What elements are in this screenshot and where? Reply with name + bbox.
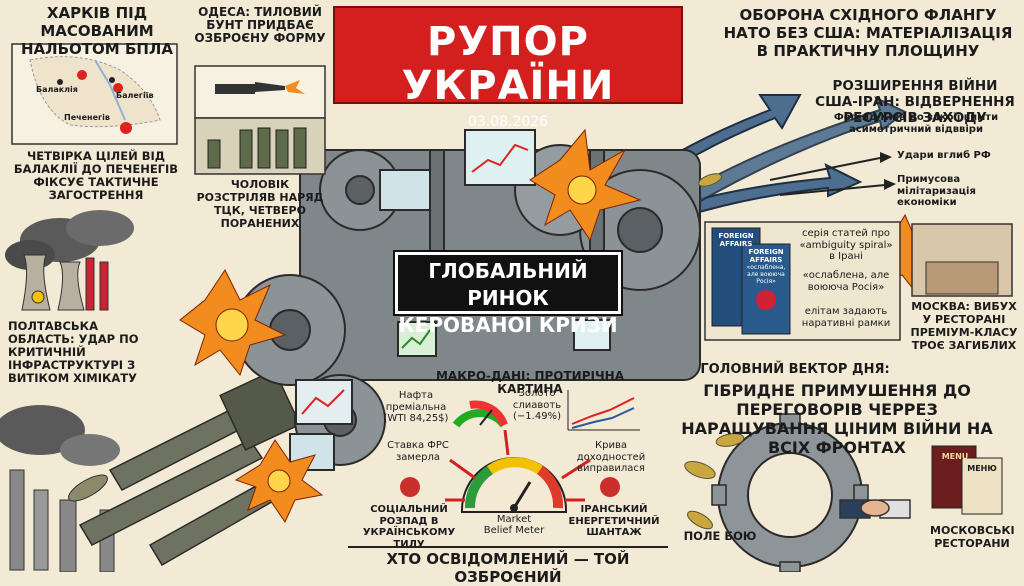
shell [68, 474, 108, 502]
main-vector-label: ГОЛОВНИЙ ВЕКТОР ДНЯ: [700, 362, 890, 377]
magazine-title-1: FOREIGN AFFAIRS [718, 232, 754, 248]
odesa-gun-panel [194, 65, 326, 119]
odesa-headline: ОДЕСА: ТИЛОВИЙ БУНТ ПРИДБАЄ ОЗБРОЄНУ ФОР… [194, 5, 326, 45]
illustration-layer [0, 43, 1013, 572]
market-belief-meter [461, 457, 567, 513]
menu-label-en: MENU [941, 452, 969, 461]
macro-fed: Ставка ФРС замерла [387, 440, 449, 463]
fa-text-3: елітам задають наративні рамки [801, 306, 891, 329]
fa-text-2: «ослаблена, але воююча Росія» [802, 270, 890, 293]
map-strike-2 [113, 83, 123, 93]
macro-curve: Крива доходностей виправилася [576, 440, 646, 474]
macro-social: СОЦІАЛЬНИЙ РОЗПАД В УКРАЇНСЬКОМУ ТИЛУ [362, 504, 456, 550]
meter-label-2: Belief Meter [483, 525, 545, 536]
macro-title: МАКРО-ДАНІ: ПРОТИРІЧНА КАРТИНА [435, 369, 625, 396]
kharkiv-headline: ХАРКІВ ПІД МАСОВАНИМ НАЛЬОТОМ БПЛА [21, 4, 173, 58]
restaurants-caption: МОСКОВСЬКІ РЕСТОРАНИ [930, 524, 1015, 550]
magazine-cover-text: «ослаблена, але воююча Росія» [746, 264, 786, 285]
masthead: РУПОР УКРАЇНИ 03.08.2026 [333, 6, 683, 130]
meter-arrows [445, 429, 591, 502]
moscow-caption: МОСКВА: ВИБУХ У РЕСТОРАНІ ПРЕМІУМ-КЛАСУ … [910, 300, 1018, 352]
bottom-factory [0, 405, 120, 572]
macro-iran: ІРАНСЬКИЙ ЕНЕРГЕТИЧНИЙ ШАНТАЖ [568, 504, 660, 538]
branch-arrow-1 [769, 157, 881, 181]
branch-strikes-rf: Удари вглиб РФ [897, 150, 991, 161]
battlefield-label: ПОЛЕ БОЮ [683, 529, 757, 543]
nato-headline: ОБОРОНА СХІДНОГО ФЛАНГУ НАТО БЕЗ США: МА… [723, 6, 1013, 60]
factory-illustration [5, 210, 134, 311]
odesa-caption: ЧОЛОВІК РОЗСТРІЛЯВ НАРЯД ТЦК, ЧЕТВЕРО ПО… [196, 178, 324, 230]
map-strike-3 [120, 122, 132, 134]
meter-label-1: Market [496, 514, 532, 525]
magazine-title-2: FOREIGN AFFAIRS [748, 248, 784, 264]
center-line-2: КЕРОВАНОЇ КРИЗИ [398, 313, 618, 337]
virus-icons [400, 477, 620, 497]
usiran-sub: Фогсид Київ до закоїі вимти асиметричний… [833, 112, 999, 135]
center-line-1: ГЛОБАЛЬНИЙ РИНОК [428, 259, 588, 310]
branch-arrow-2 [779, 184, 886, 196]
kharkiv-caption: ЧЕТВІРКА ЦІЛЕЙ ВІД БАЛАКЛІЇ ДО ПЕЧЕНЕГІВ… [13, 149, 179, 202]
handshake-illustration [839, 499, 911, 519]
usiran-headline: РОЗШИРЕННЯ ВІЙНИ США-ІРАН: ВІДВЕРНЕННЯ Р… [815, 78, 1015, 126]
fa-text-1: серія статей про «ambiguity spiral» в Ір… [799, 228, 893, 262]
bullet [684, 460, 716, 480]
menu-label-ua: МЕНЮ [967, 464, 997, 473]
macro-gold: Золото слиавоть (−1.49%) [512, 388, 562, 422]
yield-chart [567, 390, 640, 431]
map-strike-1 [77, 70, 87, 80]
map-label-pechenihy: Печенегів [64, 113, 110, 122]
menu-white [961, 457, 1003, 515]
map-label-balegiiv: Балегіїв [116, 91, 154, 100]
branch-militarization: Примусова мілітаризація економіки [897, 174, 976, 208]
masthead-title: РУПОР УКРАЇНИ [401, 19, 615, 109]
bottom-slogan: ХТО ОСВІДОМЛЕНИЙ — ТОЙ ОЗБРОЄНИЙ [348, 546, 668, 586]
poltava-caption: ПОЛТАВСЬКА ОБЛАСТЬ: УДАР ПО КРИТИЧНІЙ ІН… [8, 319, 139, 385]
macro-oil: Нафта преміальна (WTI 84,25$) [383, 390, 449, 424]
masthead-date: 03.08.2026 [467, 114, 549, 130]
center-title-box: ГЛОБАЛЬНИЙ РИНОК КЕРОВАНОЇ КРИЗИ [393, 250, 623, 337]
big-gear [711, 413, 869, 572]
main-vector-text: ГІБРИДНЕ ПРИМУШЕННЯ ДО ПЕРЕГОВОРІВ ЧЕРРЕ… [681, 381, 993, 457]
map-label-balakliia: Балаклія [36, 85, 78, 94]
